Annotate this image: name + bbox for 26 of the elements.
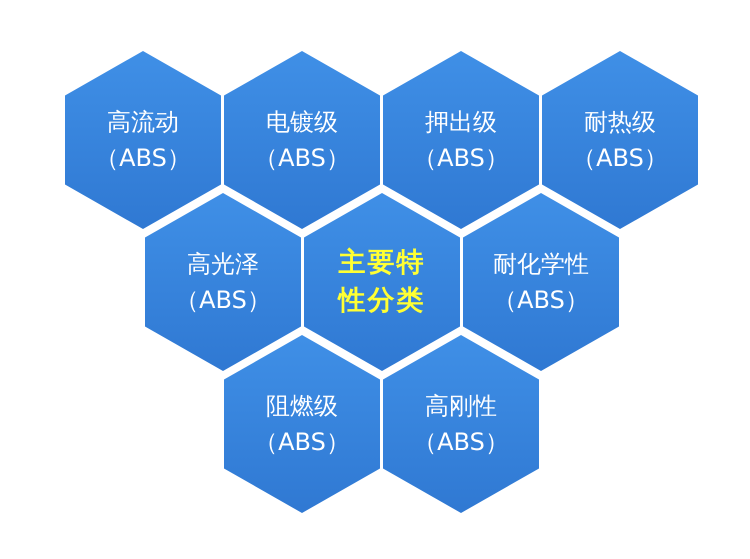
hexagon-label: 电镀级 [266, 107, 338, 138]
hexagon-label: （ABS） [254, 427, 350, 458]
hexagon-label: （ABS） [413, 143, 509, 174]
hexagon-label: 耐热级 [584, 107, 656, 138]
hexagon-label: （ABS） [175, 285, 271, 316]
hexagon-tile [304, 193, 460, 371]
hexagon-label: 阻燃级 [266, 391, 338, 422]
hexagon-label: 押出级 [425, 107, 497, 138]
hexagon-tile [65, 51, 221, 229]
hexagon-label: 高刚性 [425, 391, 497, 422]
hexagon-tile [224, 51, 380, 229]
hexagon-tile [542, 51, 698, 229]
hexagon-label: 高光泽 [187, 249, 259, 280]
hexagon-tile [383, 51, 539, 229]
hexagon-label: （ABS） [95, 143, 191, 174]
hexagon-tile [383, 335, 539, 513]
hexagon-label: 耐化学性 [493, 249, 589, 280]
hexagon-tile [145, 193, 301, 371]
hexagon-tile [224, 335, 380, 513]
hexagon-label: （ABS） [572, 143, 668, 174]
hexagon-label: （ABS） [254, 143, 350, 174]
hexagon-label: （ABS） [493, 285, 589, 316]
center-title: 主要特性分类 [337, 246, 426, 318]
hexagon-label: 高流动 [107, 107, 179, 138]
hexagon-label: （ABS） [413, 427, 509, 458]
hexagon-tile [463, 193, 619, 371]
